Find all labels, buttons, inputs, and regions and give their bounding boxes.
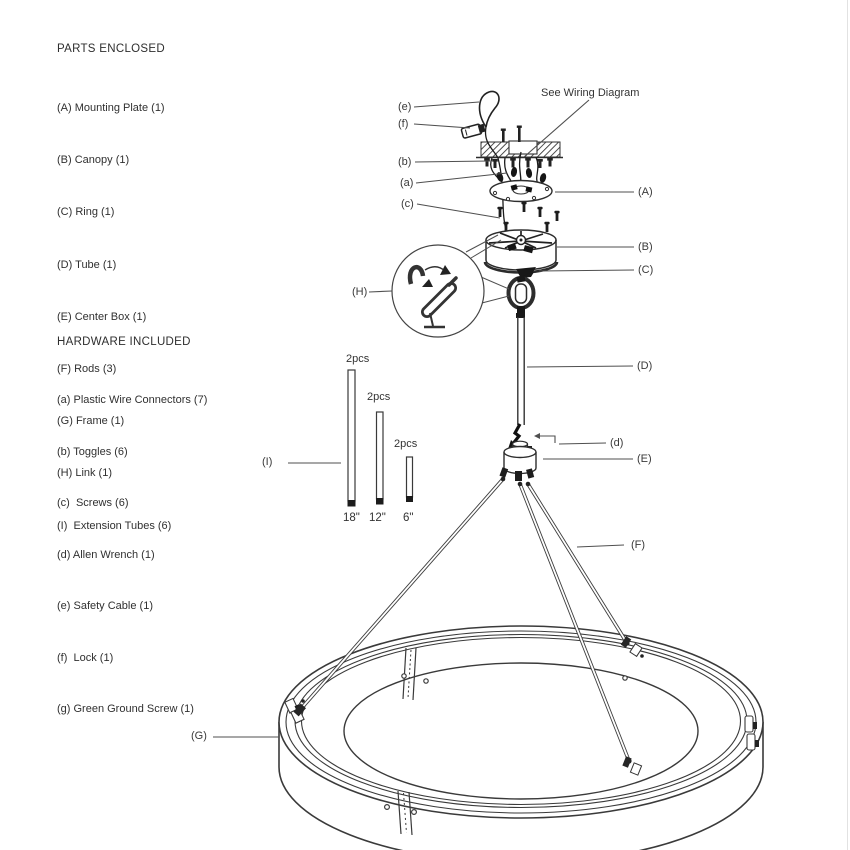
callout-D: (D): [637, 360, 653, 372]
callout-f: (f): [398, 118, 409, 130]
page-edge: [847, 0, 848, 850]
parts-list-item: (I) Extension Tubes (6): [57, 519, 172, 532]
parts-list-item: (G) Frame (1): [57, 415, 125, 428]
callout-B: (B): [638, 241, 653, 253]
rods: [293, 476, 644, 776]
hardware-included-list: HARDWARE INCLUDED (a) Plastic Wire Conne…: [57, 300, 207, 754]
tube-length-18: 18": [343, 512, 360, 524]
callout-I: (I): [262, 456, 273, 468]
safety-cable: [478, 90, 500, 128]
callout-a: (a): [400, 177, 414, 189]
frame-ring: [278, 625, 764, 850]
extension-tubes: [347, 369, 414, 507]
tube-length-6: 6": [403, 512, 414, 524]
callout-F: (F): [631, 539, 646, 551]
callout-H: (H): [352, 286, 368, 298]
tube: [508, 313, 525, 449]
callout-c: (c): [401, 198, 414, 210]
ring-bracket-left: [284, 697, 305, 724]
link-detail-circle: [391, 234, 510, 338]
tube-qty-6: 2pcs: [394, 438, 418, 450]
hardware-list-item: (g) Green Ground Screw (1): [57, 703, 194, 715]
hardware-list-item: (c) Screws (6): [57, 497, 129, 509]
tube-length-12: 12": [369, 512, 386, 524]
center-box: [499, 440, 537, 481]
callout-A: (A): [638, 186, 653, 198]
parts-enclosed-title: PARTS ENCLOSED: [57, 43, 165, 55]
parts-enclosed-list: PARTS ENCLOSED (A) Mounting Plate (1) (B…: [57, 7, 171, 570]
hardware-list-item: (a) Plastic Wire Connectors (7): [57, 394, 208, 406]
callout-C: (C): [638, 264, 654, 276]
hardware-list-item: (e) Safety Cable (1): [57, 600, 153, 612]
mounting-plate: [489, 179, 553, 203]
rod-middle: [517, 481, 632, 764]
tube-qty-12: 2pcs: [367, 391, 391, 403]
callout-E: (E): [637, 453, 652, 465]
wire-connectors: [496, 167, 547, 183]
parts-list-item: (D) Tube (1): [57, 258, 117, 271]
screws: [497, 201, 560, 232]
wiring-note: See Wiring Diagram: [541, 87, 640, 99]
tube-qty-18: 2pcs: [346, 353, 370, 365]
callout-b: (b): [398, 156, 412, 168]
callout-G: (G): [191, 730, 207, 742]
carabiner: [407, 264, 458, 329]
ring-bracket-right: [744, 715, 759, 751]
hardware-list-item: (b) Toggles (6): [57, 445, 128, 458]
parts-list-item: (E) Center Box (1): [57, 310, 147, 323]
hardware-list-item: (d) Allen Wrench (1): [57, 548, 155, 561]
parts-list-item: (H) Link (1): [57, 467, 113, 480]
leader-lines: [213, 99, 635, 738]
rod-right: [525, 481, 630, 646]
link: [506, 275, 536, 313]
callout-d: (d): [610, 437, 624, 449]
hardware-included-title: HARDWARE INCLUDED: [57, 336, 191, 348]
toggles: [484, 125, 553, 168]
callout-e: (e): [398, 101, 412, 113]
ceiling: [476, 140, 563, 159]
lock: [460, 123, 486, 139]
parts-list-item: (B) Canopy (1): [57, 154, 130, 167]
parts-list-item: (A) Mounting Plate (1): [57, 102, 165, 114]
parts-list-item: (C) Ring (1): [57, 206, 115, 219]
canopy: [483, 229, 559, 274]
hardware-list-item: (f) Lock (1): [57, 651, 114, 664]
parts-list-item: (F) Rods (3): [57, 363, 117, 376]
